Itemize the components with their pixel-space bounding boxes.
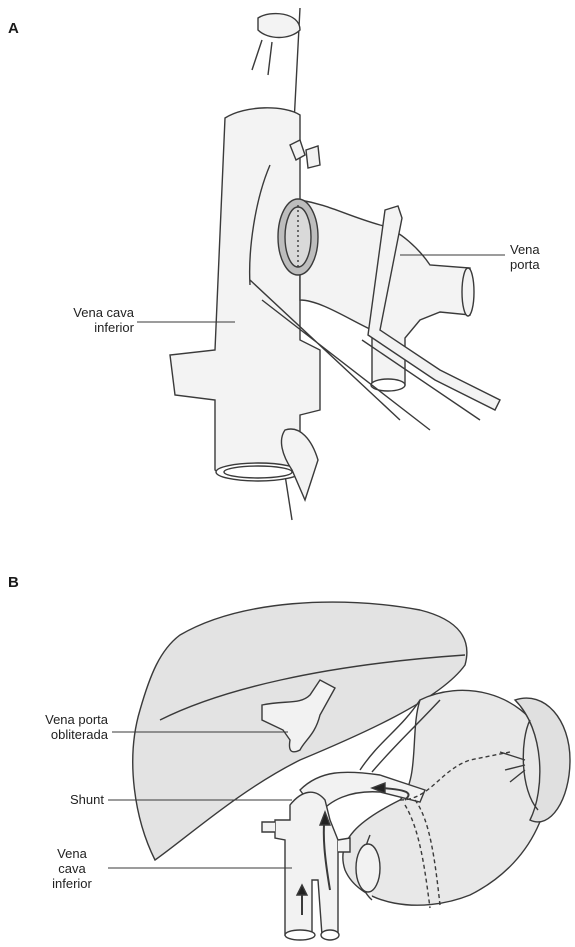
panel-b-drawing — [133, 602, 570, 940]
label-vena-porta-obliterada: Vena porta obliterada — [8, 712, 108, 742]
panel-a-letter: A — [8, 20, 19, 37]
label-vena-porta: Vena porta — [510, 242, 540, 272]
panel-a-drawing — [170, 8, 500, 520]
vena-porta-end — [462, 268, 474, 316]
forceps-top — [258, 14, 300, 38]
label-vena-cava-a: Vena cava inferior — [44, 305, 134, 335]
label-line: cava — [40, 861, 104, 876]
label-line: Vena cava — [44, 305, 134, 320]
label-line: Vena — [40, 846, 104, 861]
panel-b-letter: B — [8, 574, 19, 591]
label-vena-cava-b: Vena cava inferior — [40, 846, 104, 891]
label-line: inferior — [44, 320, 134, 335]
label-line: inferior — [40, 876, 104, 891]
label-line: Vena — [510, 242, 540, 257]
vena-cava-a — [170, 108, 320, 479]
vena-cava-b — [275, 792, 338, 935]
label-line: Vena porta — [8, 712, 108, 727]
label-shunt: Shunt — [8, 792, 104, 807]
label-line: obliterada — [8, 727, 108, 742]
label-line: porta — [510, 257, 540, 272]
